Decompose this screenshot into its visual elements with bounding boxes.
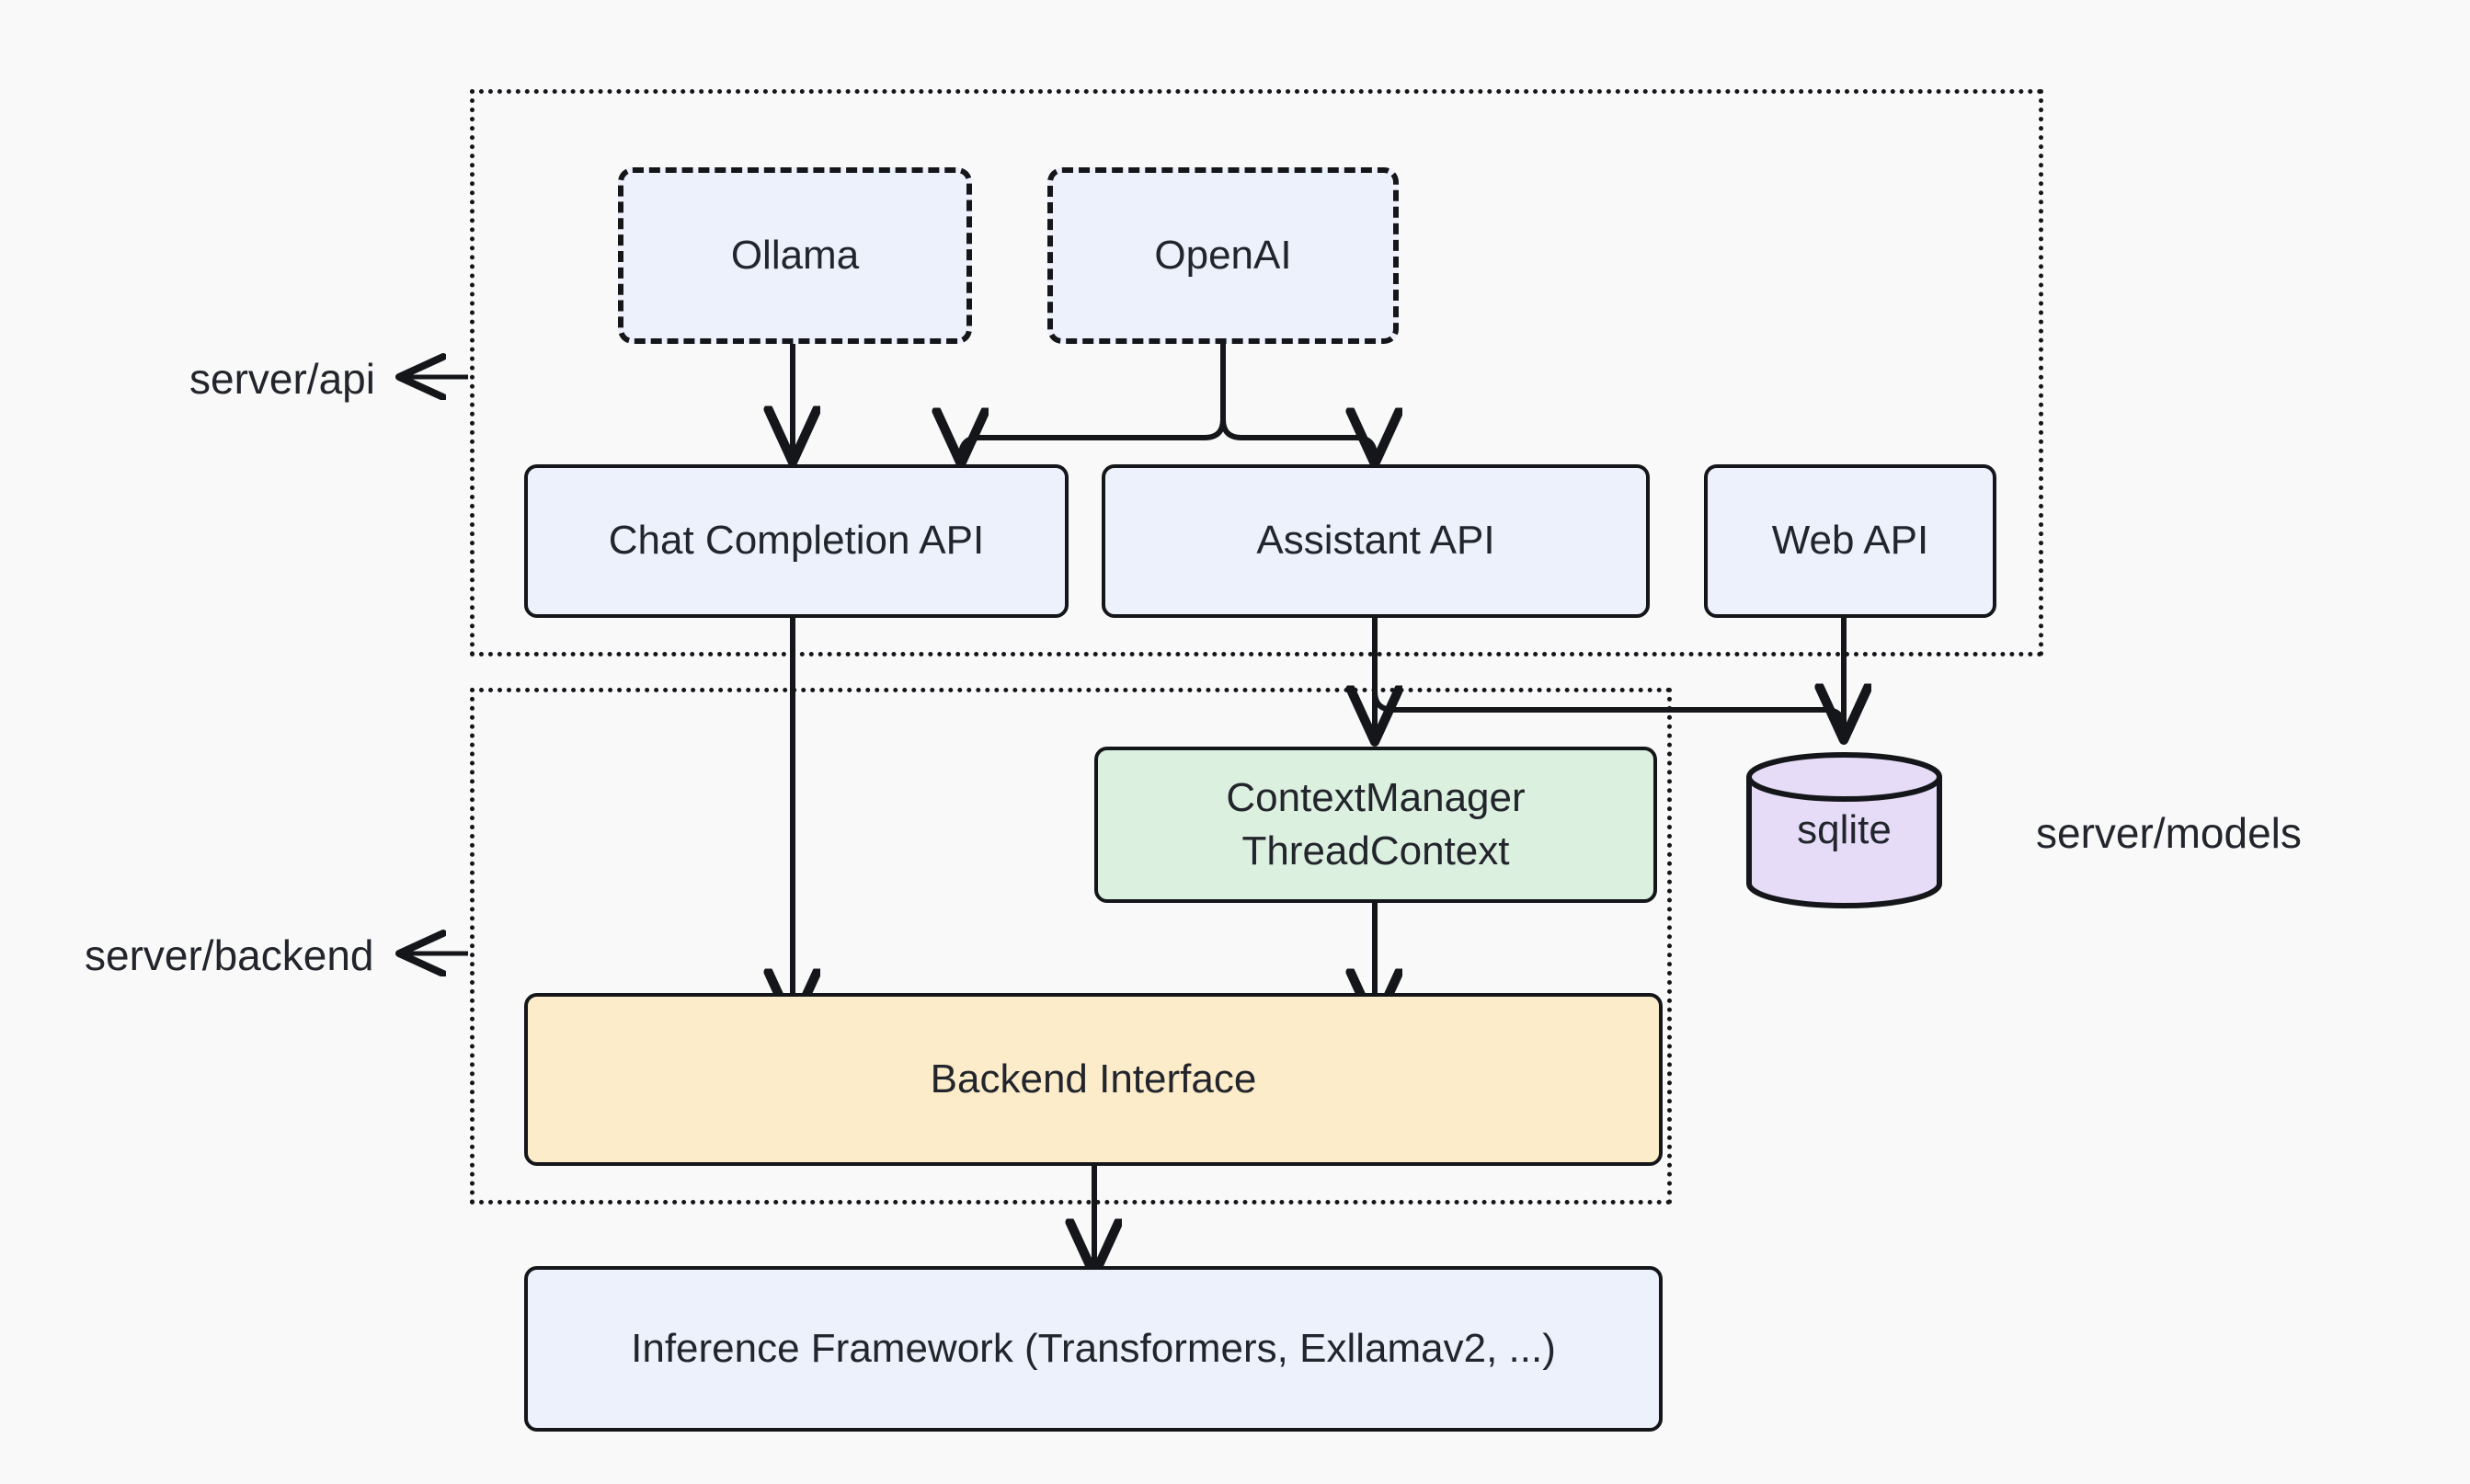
node-web-api[interactable]: Web API [1704,464,1996,618]
node-openai[interactable]: OpenAI [1047,167,1399,344]
cluster-server-backend [470,688,1672,1204]
node-context-manager[interactable]: ContextManager ThreadContext [1094,747,1657,903]
edge-openai-to-assistant-api [1220,344,1375,460]
node-chat-completion-api[interactable]: Chat Completion API [524,464,1069,618]
label-server-api: server/api [189,355,375,403]
node-inference-framework[interactable]: Inference Framework (Transformers, Exlla… [524,1266,1663,1432]
cluster-server-api [470,89,2043,656]
cylinder-shape [1746,752,1942,908]
node-ollama[interactable]: Ollama [618,167,972,344]
label-server-backend: server/backend [85,931,374,979]
node-assistant-api[interactable]: Assistant API [1102,464,1650,618]
sqlite-cylinder: sqlite [1745,752,1943,908]
label-server-models: server/models [2036,809,2302,857]
node-backend-interface[interactable]: Backend Interface [524,993,1663,1166]
